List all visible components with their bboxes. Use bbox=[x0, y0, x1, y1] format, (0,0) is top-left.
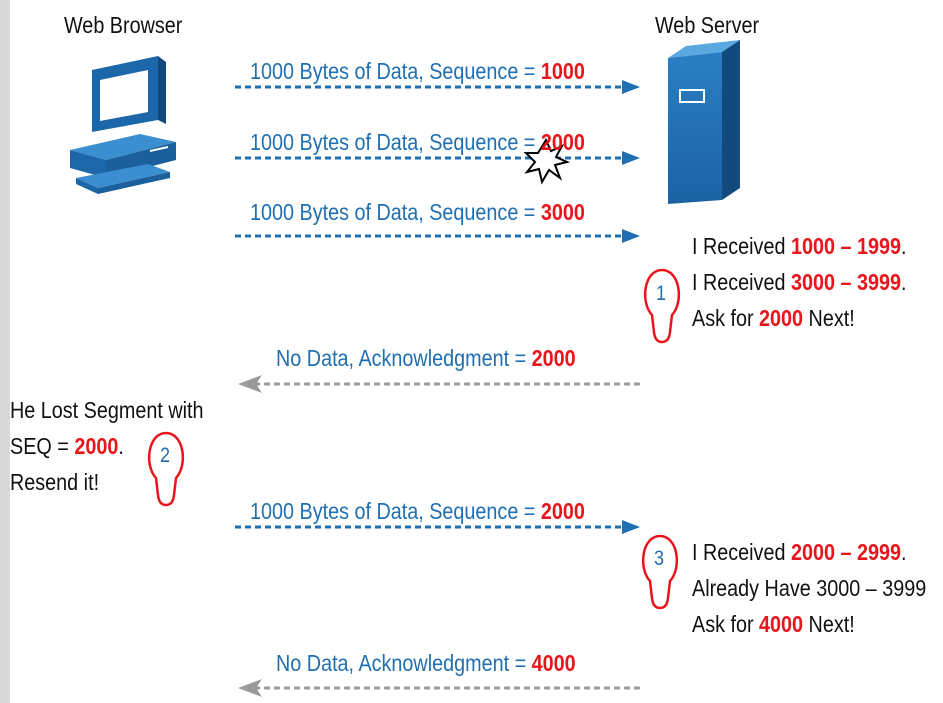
message-text: 1000 Bytes of Data, Sequence = bbox=[250, 58, 541, 84]
ack-label-1: No Data, Acknowledgment = 2000 bbox=[276, 345, 576, 372]
message-value: 1000 bbox=[540, 58, 585, 84]
lightbulb-icon-3 bbox=[642, 534, 678, 610]
server-note-3: I Received 2000 – 2999. Already Have 300… bbox=[692, 534, 926, 642]
note-line: Ask for 2000 Next! bbox=[692, 305, 855, 331]
message-text: 1000 Bytes of Data, Sequence = bbox=[250, 498, 541, 524]
message-label-1: 1000 Bytes of Data, Sequence = 1000 bbox=[250, 58, 585, 85]
note-line: Resend it! bbox=[10, 469, 100, 495]
data-arrow-resend bbox=[235, 520, 640, 534]
lightbulb-icon-2 bbox=[148, 431, 184, 507]
message-value: 2000 bbox=[540, 498, 585, 524]
collision-burst-icon bbox=[523, 137, 571, 185]
left-edge-bar bbox=[0, 0, 10, 703]
message-text: No Data, Acknowledgment = bbox=[276, 345, 532, 371]
ack-arrow-2 bbox=[238, 679, 640, 697]
server-tower-icon bbox=[668, 40, 740, 204]
server-note-1: I Received 1000 – 1999. I Received 3000 … bbox=[692, 228, 906, 336]
lightbulb-icon-1 bbox=[644, 268, 680, 344]
ack-arrow-1 bbox=[238, 375, 640, 393]
message-value: 2000 bbox=[540, 129, 585, 155]
message-text: No Data, Acknowledgment = bbox=[276, 650, 532, 676]
step-number-1: 1 bbox=[656, 282, 667, 305]
note-line: I Received 3000 – 3999. bbox=[692, 269, 907, 295]
message-value: 3000 bbox=[540, 199, 585, 225]
note-line: Ask for 4000 Next! bbox=[692, 611, 855, 637]
message-label-3: 1000 Bytes of Data, Sequence = 3000 bbox=[250, 199, 585, 226]
data-arrow-2-lost bbox=[235, 151, 640, 165]
web-browser-title: Web Browser bbox=[64, 12, 183, 38]
message-value: 2000 bbox=[531, 345, 576, 371]
step-number-2: 2 bbox=[160, 444, 171, 467]
data-arrow-3 bbox=[235, 229, 640, 243]
browser-note-2: He Lost Segment with SEQ = 2000. Resend … bbox=[10, 392, 204, 500]
computer-icon bbox=[70, 56, 176, 194]
note-line: Already Have 3000 – 3999 bbox=[692, 575, 927, 601]
data-arrow-1 bbox=[235, 80, 640, 94]
web-server-title: Web Server bbox=[655, 12, 760, 38]
message-text: 1000 Bytes of Data, Sequence = bbox=[250, 129, 541, 155]
message-value: 4000 bbox=[531, 650, 576, 676]
message-label-2: 1000 Bytes of Data, Sequence = 2000 bbox=[250, 129, 585, 156]
note-line: He Lost Segment with bbox=[10, 397, 204, 423]
step-number-3: 3 bbox=[654, 547, 665, 570]
message-label-resend: 1000 Bytes of Data, Sequence = 2000 bbox=[250, 498, 585, 525]
ack-label-2: No Data, Acknowledgment = 4000 bbox=[276, 650, 576, 677]
message-text: 1000 Bytes of Data, Sequence = bbox=[250, 199, 541, 225]
note-line: I Received 2000 – 2999. bbox=[692, 539, 907, 565]
note-line: I Received 1000 – 1999. bbox=[692, 233, 907, 259]
note-line: SEQ = 2000. bbox=[10, 433, 124, 459]
